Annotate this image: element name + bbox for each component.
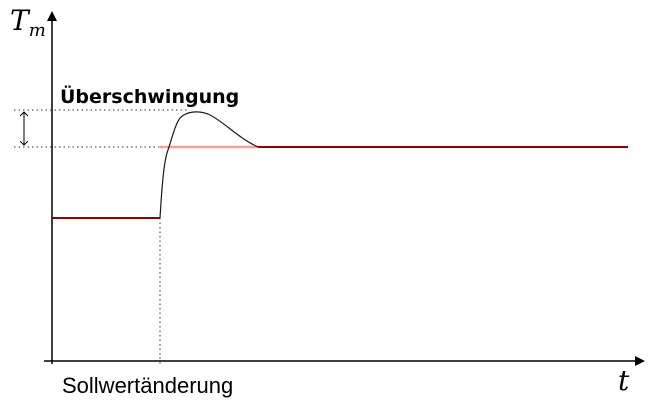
- y-axis-label-main: T: [10, 4, 31, 37]
- y-axis-label: Tm: [10, 4, 46, 41]
- overshoot-label: Überschwingung: [60, 84, 239, 108]
- x-axis-label: t: [618, 364, 630, 397]
- setpoint-change-label: Sollwertänderung: [62, 373, 233, 398]
- response-curve: [159, 111, 259, 219]
- y-axis-label-sub: m: [29, 20, 46, 41]
